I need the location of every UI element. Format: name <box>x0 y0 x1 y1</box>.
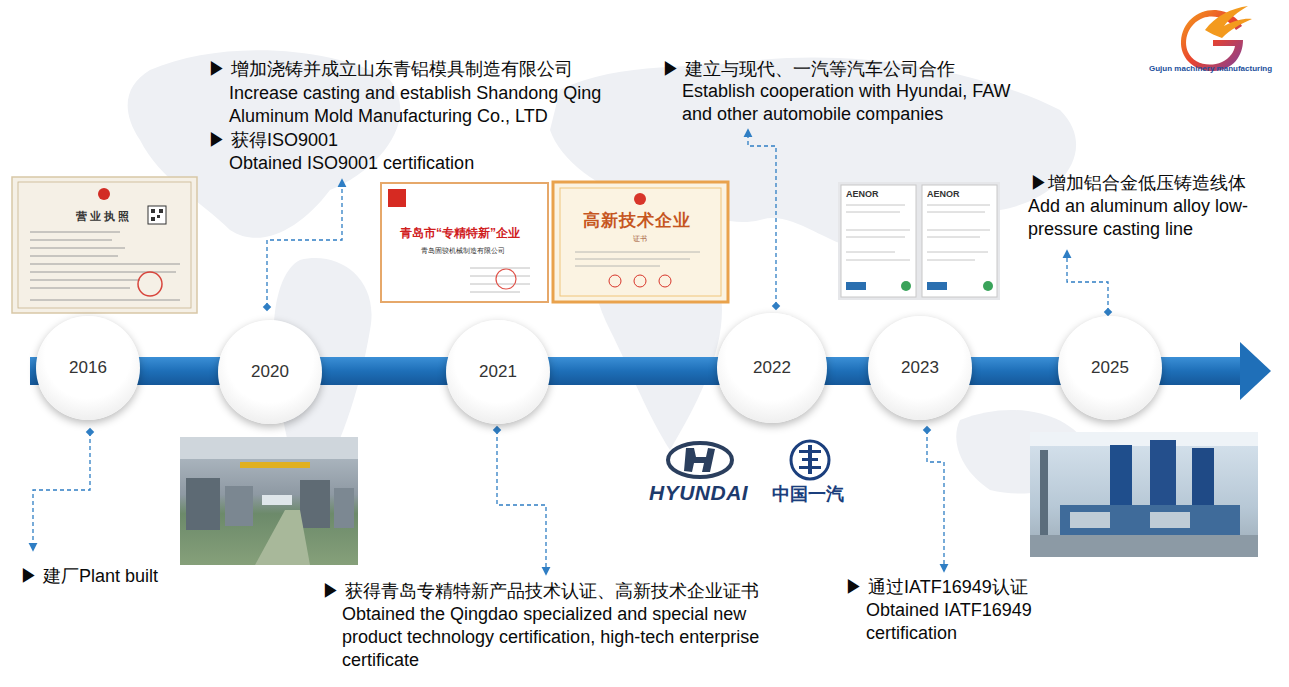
brand-logo-text: 中国一汽 <box>772 483 844 505</box>
event-text: Add an aluminum alloy low-pressure casti… <box>1028 195 1278 241</box>
image-text: 青岛市“专精特新”企业 <box>400 226 520 240</box>
year-circle: 2025 <box>1058 316 1162 420</box>
year-text: 2021 <box>479 362 517 382</box>
event-title: ▶ 建厂Plant built <box>20 565 158 588</box>
certificate-image <box>838 182 1000 300</box>
event-text: Increase casting and establish Shandong … <box>229 82 634 128</box>
year-circle: 2022 <box>717 313 827 423</box>
image-text: 营业执照 <box>76 210 132 223</box>
event-title: ▶ 获得青岛专精特新产品技术认证、高新技术企业证书 <box>322 580 759 603</box>
company-name: Gujun machinery manufacturing <box>1149 64 1272 74</box>
year-circle: 2020 <box>218 320 322 424</box>
year-text: 2023 <box>901 358 939 378</box>
leader-lines <box>33 130 1108 574</box>
image-text: AENOR <box>927 189 960 199</box>
certificate-image <box>381 183 548 302</box>
year-text: 2016 <box>69 358 107 378</box>
year-circle: 2016 <box>36 316 140 420</box>
faw-emblem <box>791 441 829 479</box>
event-text: Obtained IATF16949 certification <box>866 599 1056 645</box>
leader-dots <box>86 302 1112 436</box>
factory-photo <box>180 437 358 565</box>
image-text: AENOR <box>846 189 879 199</box>
image-text: 证书 <box>633 234 647 243</box>
event-text: Obtained the Qingdao specialized and spe… <box>342 603 767 672</box>
event-title: ▶ 获得ISO9001 <box>208 129 338 152</box>
casting-line-photo <box>1030 432 1258 557</box>
year-circle: 2021 <box>446 320 550 424</box>
event-title: ▶增加铝合金低压铸造线体 <box>1030 172 1246 195</box>
event-text: Establish cooperation with Hyundai, FAW … <box>682 80 1012 126</box>
year-circle: 2023 <box>868 316 972 420</box>
image-text: 青岛固骏机械制造有限公司 <box>421 246 505 255</box>
year-text: 2025 <box>1091 358 1129 378</box>
year-text: 2022 <box>753 358 791 378</box>
hyundai-emblem <box>668 443 732 477</box>
world-map <box>128 50 1090 500</box>
year-text: 2020 <box>251 362 289 382</box>
event-title: ▶ 建立与现代、一汽等汽车公司合作 <box>662 58 955 81</box>
company-logo <box>1181 6 1252 71</box>
certificate-image <box>553 182 728 302</box>
brand-logo-text: HYUNDAI <box>649 481 748 505</box>
image-text: 高新技术企业 <box>583 211 691 231</box>
event-title: ▶ 通过IATF16949认证 <box>845 576 1028 599</box>
event-text: Obtained ISO9001 certification <box>229 152 474 175</box>
event-title: ▶ 增加浇铸并成立山东青铝模具制造有限公司 <box>208 58 573 81</box>
business-license-image <box>12 177 197 313</box>
